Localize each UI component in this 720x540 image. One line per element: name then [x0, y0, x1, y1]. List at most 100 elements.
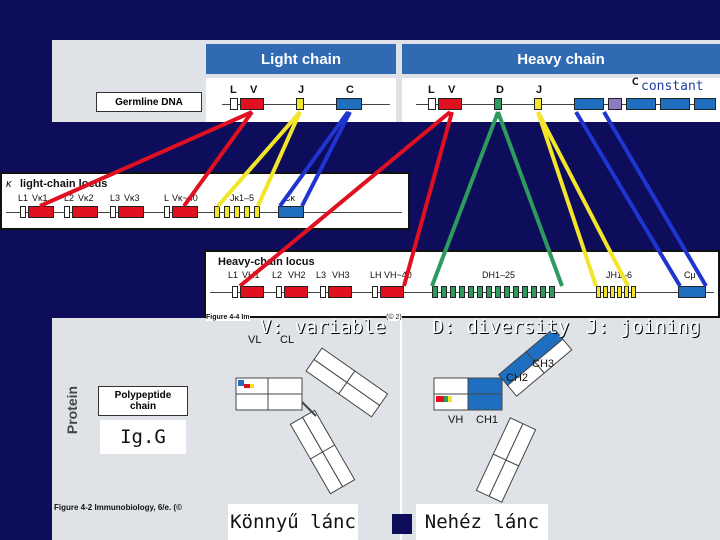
light-chain-label: Könnyű lánc — [228, 504, 358, 540]
germline-heavy-d-segment — [494, 98, 502, 110]
kappa-l2-segment — [64, 206, 70, 218]
germline-heavy-line — [416, 104, 714, 105]
heavy-d-connector-2 — [496, 111, 564, 287]
heavy-c-connector-1 — [574, 110, 682, 288]
heavy-locus-panel — [204, 250, 720, 318]
protein-cl-label: CL — [280, 334, 295, 346]
heavy-chain-header: Heavy chain — [402, 44, 720, 74]
heavy-j-segment — [617, 286, 622, 298]
kappa-l2-label: L2 — [64, 193, 75, 203]
variable-annotation: V: variable — [260, 316, 386, 338]
germline-heavy-c-segment-5 — [694, 98, 716, 110]
heavy-d-segment — [468, 286, 474, 298]
heavy-vh3-label: VH3 — [332, 270, 350, 280]
heavy-vh40-segment — [380, 286, 404, 298]
heavy-vh3-segment — [328, 286, 352, 298]
heavy-d-segment — [432, 286, 438, 298]
heavy-j-connector-1 — [536, 111, 598, 287]
heavy-d-segment — [513, 286, 519, 298]
light-j-connector-2 — [256, 111, 302, 207]
joining-annotation: J: joining — [586, 316, 701, 338]
heavy-j-segment — [610, 286, 615, 298]
heavy-lh-label: LH — [370, 270, 382, 280]
kappa-locus-line — [6, 212, 402, 213]
kappa-l1-segment — [20, 206, 26, 218]
germline-heavy-v-label: V — [448, 84, 456, 96]
kappa-v3-label: Vκ3 — [124, 193, 140, 203]
light-c-connector-2 — [300, 111, 352, 207]
germline-heavy-c-segment-1 — [574, 98, 604, 110]
kappa-v2-label: Vκ2 — [78, 193, 94, 203]
heavy-vh40-label: VH~40 — [384, 270, 412, 280]
kappa-v2-segment — [72, 206, 98, 218]
antibody-illustration — [235, 330, 573, 503]
protein-ch2-label: CH2 — [506, 372, 529, 384]
kappa-j5-segment — [254, 206, 260, 218]
heavy-d-segment — [477, 286, 483, 298]
germline-light-j-label: J — [298, 84, 305, 96]
protein-ch3-label: CH3 — [532, 358, 555, 370]
kappa-l-label: L — [164, 193, 170, 203]
heavy-l2-segment — [276, 286, 282, 298]
heavy-d-connector-1 — [430, 111, 500, 287]
heavy-vh1-segment — [240, 286, 264, 298]
kappa-v3-segment — [118, 206, 144, 218]
light-j-connector-1 — [216, 110, 302, 208]
heavy-v-connector-1 — [238, 110, 452, 288]
germline-light-c-label: C — [346, 84, 354, 96]
kappa-l-segment — [164, 206, 170, 218]
heavy-j-connector-2 — [536, 111, 630, 287]
polypeptide-chain-label: Polypeptide chain — [98, 386, 188, 416]
germline-heavy-c-segment-2 — [608, 98, 622, 110]
kappa-j1-segment — [214, 206, 220, 218]
protein-vh-label: VH — [448, 414, 464, 426]
germline-light-c-segment — [336, 98, 362, 110]
heavy-d-segment — [522, 286, 528, 298]
heavy-d-segment — [504, 286, 510, 298]
heavy-l1-label: L1 — [228, 270, 239, 280]
constant-label: constant — [641, 79, 704, 94]
heavy-d-segment — [495, 286, 501, 298]
kappa-j3-segment — [234, 206, 240, 218]
germline-heavy-j-segment — [534, 98, 542, 110]
heavy-d-segment — [459, 286, 465, 298]
kappa-prefix: κ — [6, 178, 12, 190]
kappa-v1-label: Vκ1 — [32, 193, 48, 203]
heavy-d-segment — [540, 286, 546, 298]
heavy-vh2-label: VH2 — [288, 270, 306, 280]
heavy-l2-label: L2 — [272, 270, 283, 280]
germline-light-j-segment — [296, 98, 304, 110]
light-v-connector-1 — [39, 110, 253, 208]
heavy-l1-segment — [232, 286, 238, 298]
protein-ch1-label: CH1 — [476, 414, 499, 426]
germline-dna-label: Germline DNA — [96, 92, 202, 112]
heavy-j-segment — [596, 286, 601, 298]
germline-heavy-j-label: J — [536, 84, 543, 96]
heavy-l3-segment — [320, 286, 326, 298]
light-c-connector-1 — [278, 110, 350, 208]
heavy-d-segment — [486, 286, 492, 298]
germline-light-l-label: L — [230, 84, 237, 96]
kappa-l3-segment — [110, 206, 116, 218]
heavy-figure-tag-right: (© 2) — [386, 314, 402, 321]
germline-light-line — [222, 104, 390, 105]
diversity-annotation: D: diversity — [432, 316, 570, 338]
kappa-locus-panel — [0, 172, 410, 230]
kappa-c-segment — [278, 206, 304, 218]
kappa-c-label: Cκ — [284, 193, 295, 203]
light-v-connector-2 — [182, 110, 254, 208]
kappa-j2-segment — [224, 206, 230, 218]
germline-light-l-segment — [230, 98, 238, 110]
heavy-j-segment — [631, 286, 636, 298]
germline-light-v-label: V — [250, 84, 258, 96]
heavy-c-connector-2 — [602, 110, 708, 288]
kappa-j4-segment — [244, 206, 250, 218]
germline-heavy-c-label: C — [632, 76, 640, 88]
heavy-c-label: Cμ — [684, 270, 696, 280]
kappa-l3-label: L3 — [110, 193, 121, 203]
germline-light-v-segment — [240, 98, 264, 110]
heavy-d-segment — [441, 286, 447, 298]
heavy-d-segment — [450, 286, 456, 298]
heavy-lh-segment — [372, 286, 378, 298]
